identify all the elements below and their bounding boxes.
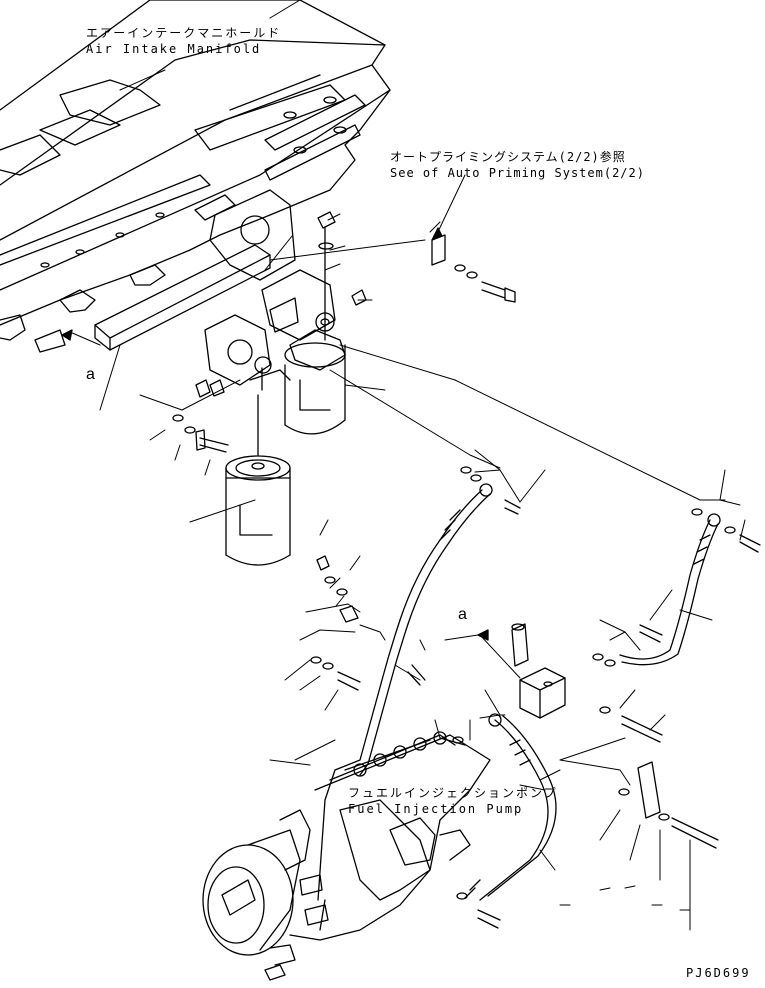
fasteners bbox=[172, 211, 761, 929]
leader-lines bbox=[61, 0, 746, 931]
air-intake-manifold bbox=[0, 0, 391, 353]
ref-letter-a: a bbox=[86, 366, 95, 383]
pump-en-label: Fuel Injection Pump bbox=[348, 802, 524, 816]
fuel-filter-upper bbox=[284, 342, 346, 435]
spacer-bar bbox=[94, 244, 271, 351]
block-fitting bbox=[511, 623, 566, 719]
arrows bbox=[61, 227, 489, 641]
priming-en-label: See of Auto Priming System(2/2) bbox=[390, 166, 645, 180]
manifold-en-label: Air Intake Manifold bbox=[86, 42, 262, 56]
manifold-jp-label: エアーインテークマニホールド bbox=[86, 26, 282, 40]
pump-jp-label: フュエルインジェクションポンプ bbox=[348, 786, 558, 800]
drawing-code: PJ6D699 bbox=[686, 966, 751, 980]
ref-letter-a: a bbox=[458, 606, 467, 623]
fuel-injection-pump bbox=[202, 731, 491, 981]
fuel-filter-lower bbox=[225, 394, 291, 566]
priming-jp-label: オートプライミングシステム(2/2)参照 bbox=[390, 150, 626, 164]
fuel-pipe-upper bbox=[317, 483, 493, 931]
fuel-pipe-right bbox=[619, 513, 721, 666]
